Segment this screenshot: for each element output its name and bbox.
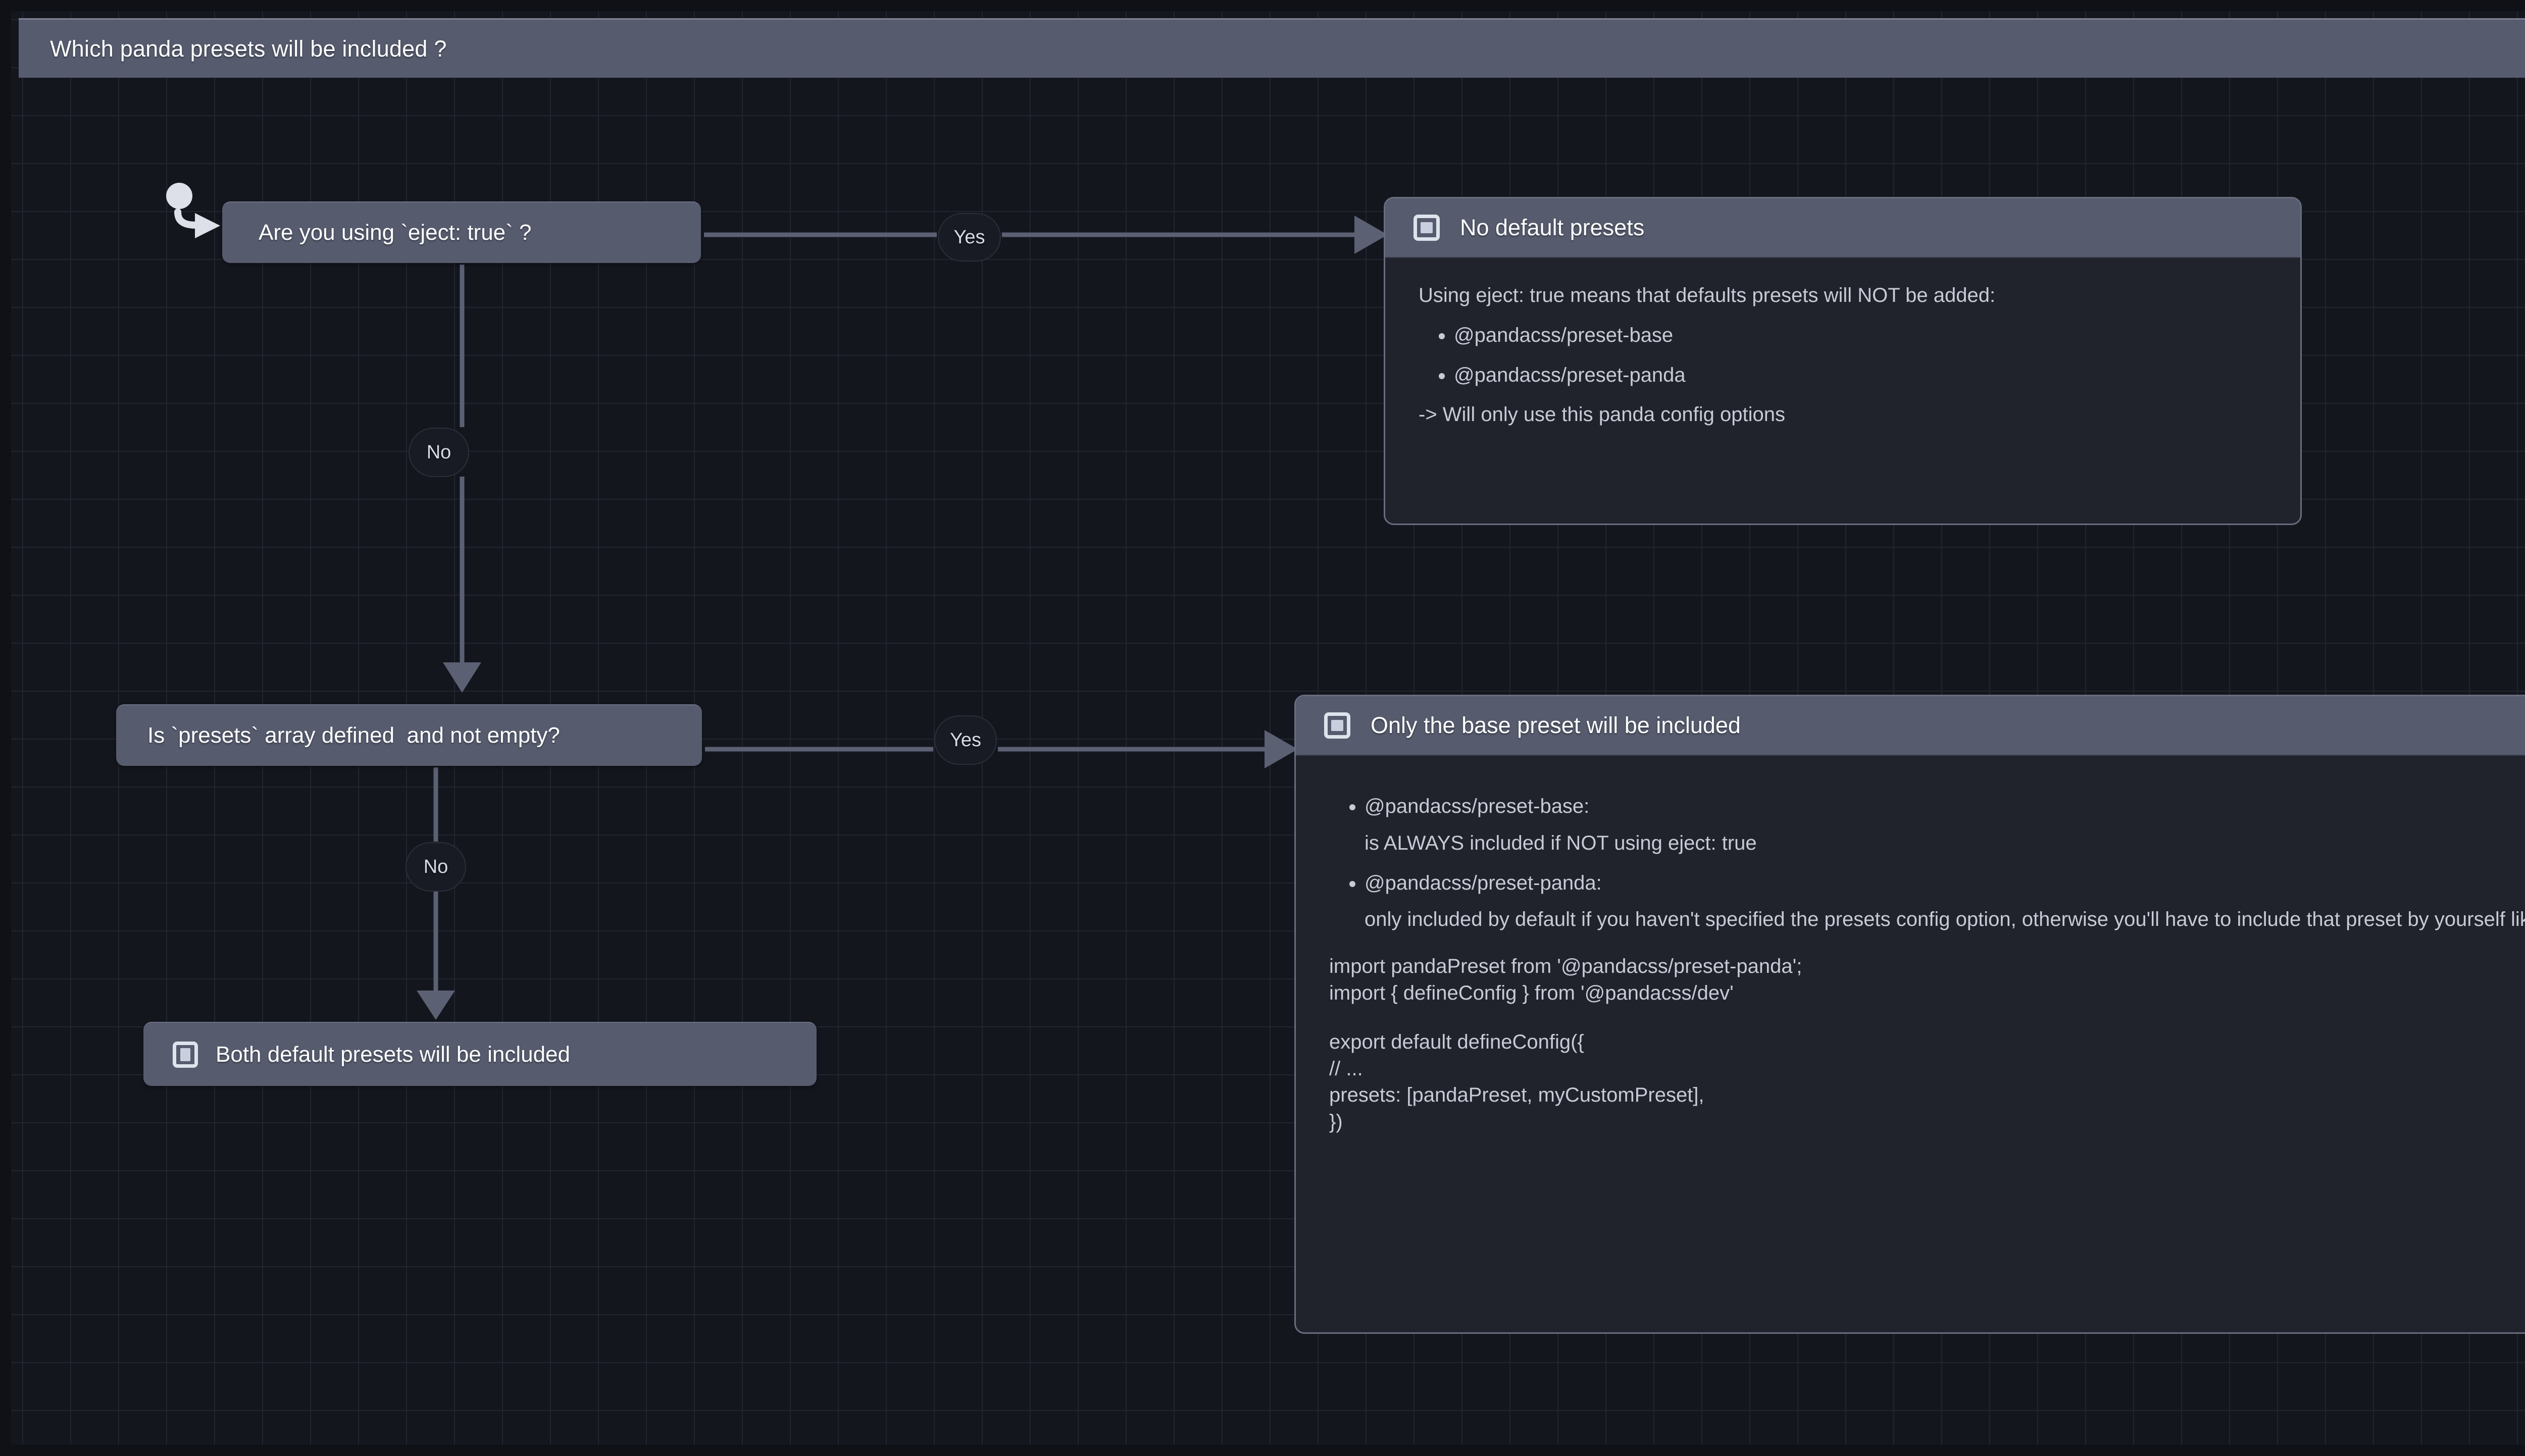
decision-node-eject[interactable]: Are you using `eject: true` ?: [222, 201, 701, 263]
edge-label-no-eject: No: [409, 428, 469, 477]
result-node-both-presets-label: Both default presets will be included: [216, 1042, 570, 1067]
code-line: import { defineConfig } from '@pandacss/…: [1329, 981, 1734, 1004]
edge-label-yes-eject: Yes: [938, 213, 1001, 262]
start-circle-arrow-icon: [163, 182, 223, 240]
panel-no-default-presets-body: Using eject: true means that defaults pr…: [1385, 258, 2300, 463]
note-icon: [1324, 712, 1350, 739]
panel-base-preset-only-title: Only the base preset will be included: [1371, 712, 1741, 738]
code-line: presets: [pandaPreset, myCustomPreset],: [1329, 1084, 1704, 1107]
decision-node-eject-label: Are you using `eject: true` ?: [259, 220, 532, 245]
code-line: export default defineConfig({: [1329, 1030, 1584, 1053]
list-item: @pandacss/preset-panda: [1454, 362, 2270, 389]
panel-base-preset-only-body: @pandacss/preset-base: is ALWAYS include…: [1296, 756, 2525, 1158]
page-title: Which panda presets will be included ?: [50, 35, 447, 62]
diagram-title-bar: Which panda presets will be included ?: [19, 18, 2525, 78]
edge-label-no-presets: No: [406, 842, 466, 892]
preset-list: @pandacss/preset-base @pandacss/preset-p…: [1419, 322, 2270, 389]
list-item: @pandacss/preset-panda: only included by…: [1365, 870, 2525, 933]
panel-intro-text: Using eject: true means that defaults pr…: [1419, 284, 1996, 306]
note-icon: [1413, 215, 1440, 241]
code-line: import pandaPreset from '@pandacss/prese…: [1329, 955, 1802, 978]
decision-node-presets-array-label: Is `presets` array defined and not empty…: [147, 723, 560, 748]
panel-no-default-presets[interactable]: No default presets Using eject: true mea…: [1384, 197, 2302, 525]
decision-node-presets-array[interactable]: Is `presets` array defined and not empty…: [116, 704, 702, 766]
code-line: // ...: [1329, 1057, 1363, 1080]
panel-outro-text: -> Will only use this panda config optio…: [1419, 403, 1785, 426]
panel-no-default-presets-header: No default presets: [1385, 198, 2300, 258]
panel-no-default-presets-title: No default presets: [1460, 215, 1645, 240]
list-item-detail: is ALWAYS included if NOT using eject: t…: [1365, 831, 1757, 854]
list-item-name: @pandacss/preset-base:: [1365, 795, 1590, 817]
note-icon: [173, 1041, 198, 1068]
edge-label-yes-presets: Yes: [934, 715, 997, 765]
list-item-name: @pandacss/preset-panda:: [1365, 871, 1602, 894]
panel-base-preset-only-header: Only the base preset will be included: [1296, 696, 2525, 756]
result-node-both-presets[interactable]: Both default presets will be included: [143, 1022, 817, 1086]
code-line: }): [1329, 1111, 1343, 1133]
list-item: @pandacss/preset-base: [1454, 322, 2270, 349]
code-block: import pandaPreset from '@pandacss/prese…: [1329, 953, 2525, 1135]
preset-detail-list: @pandacss/preset-base: is ALWAYS include…: [1329, 793, 2525, 933]
list-item-detail: only included by default if you haven't …: [1365, 908, 2525, 931]
list-item: @pandacss/preset-base: is ALWAYS include…: [1365, 793, 2525, 857]
code-line-blank: [1329, 1007, 2525, 1029]
panel-base-preset-only[interactable]: Only the base preset will be included @p…: [1294, 695, 2525, 1334]
